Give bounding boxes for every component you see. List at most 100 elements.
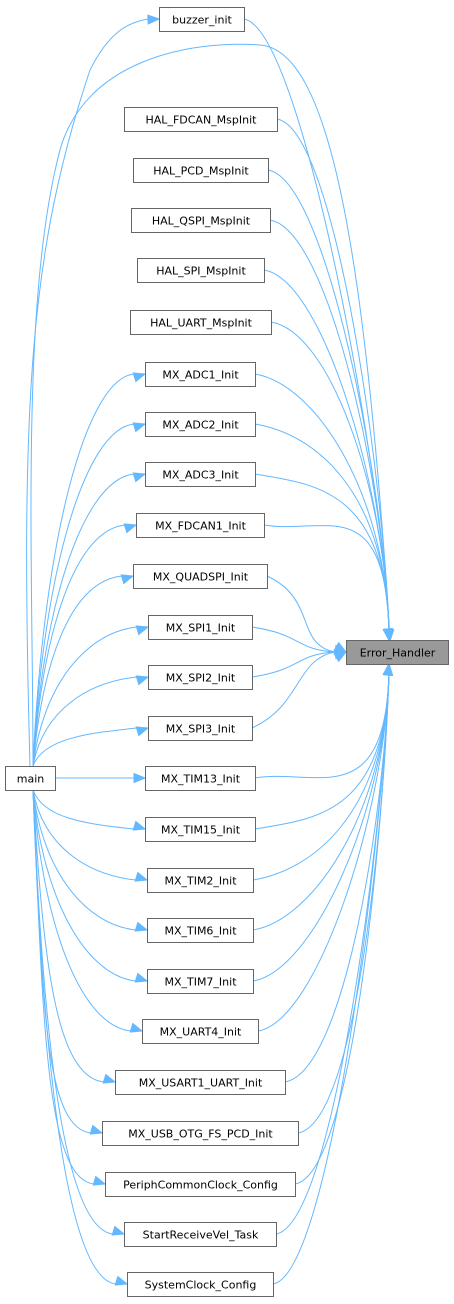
edge-mx-spi1-init-to-error-handler: [251, 626, 348, 656]
node-mx-spi1-init[interactable]: MX_SPI1_Init: [148, 615, 253, 640]
edge-hal-qspi-mspinit-to-error-handler-line: [269, 219, 390, 630]
edge-main-to-mx-tim2-init: [32, 789, 149, 882]
node-hal-spi-mspinit[interactable]: HAL_SPI_MspInit: [137, 258, 265, 283]
node-hal-uart-mspinit[interactable]: HAL_UART_MspInit: [130, 310, 272, 335]
edge-mx-tim6-init-to-error-handler: [252, 662, 394, 931]
node-systemclock-config[interactable]: SystemClock_Config: [127, 1272, 274, 1297]
edge-main-to-mx-quadspi-init-arrowhead: [120, 574, 135, 585]
edge-main-to-mx-adc1-init: [32, 372, 147, 767]
edge-main-to-mx-adc2-init: [32, 422, 147, 767]
edge-main-to-mx-usart1-uart-init-line: [32, 789, 105, 1083]
node-mx-tim13-init[interactable]: MX_TIM13_Init: [145, 766, 256, 791]
edge-mx-spi3-init-to-error-handler-arrowhead: [333, 651, 348, 663]
edge-hal-fdcan-mspinit-to-error-handler-line: [276, 118, 390, 630]
node-mx-adc2-init[interactable]: MX_ADC2_Init: [145, 412, 256, 437]
node-box: [148, 665, 253, 690]
edge-main-to-mx-adc3-init-arrowhead: [132, 472, 147, 483]
node-box: [147, 918, 254, 943]
node-label: PeriphCommonClock_Config: [123, 1179, 278, 1192]
edge-main-to-mx-fdcan1-init-line: [32, 524, 126, 767]
edge-mx-adc2-init-to-error-handler: [254, 423, 394, 642]
node-box: [130, 310, 272, 335]
edge-mx-fdcan1-init-to-error-handler-line: [263, 524, 390, 630]
edge-main-to-mx-tim7-init-line: [32, 789, 137, 982]
edge-main-to-mx-tim6-init-line: [32, 789, 137, 931]
edge-hal-fdcan-mspinit-to-error-handler: [276, 118, 394, 642]
node-mx-usart1-uart-init[interactable]: MX_USART1_UART_Init: [115, 1070, 286, 1095]
edge-main-to-mx-tim7-init-arrowhead: [134, 972, 149, 983]
node-mx-tim7-init[interactable]: MX_TIM7_Init: [147, 969, 254, 994]
node-hal-qspi-mspinit[interactable]: HAL_QSPI_MspInit: [131, 208, 271, 233]
node-box: [133, 564, 268, 589]
node-mx-usb-otg-fs-pcd-init[interactable]: MX_USB_OTG_FS_PCD_Init: [102, 1121, 299, 1146]
edge-main-to-mx-uart4-init-line: [32, 789, 132, 1032]
node-buzzer-init[interactable]: buzzer_init: [159, 7, 245, 32]
node-box: [124, 1222, 277, 1247]
node-hal-pcd-mspinit[interactable]: HAL_PCD_MspInit: [133, 158, 269, 183]
node-label: main: [17, 773, 45, 786]
edge-main-to-mx-tim13-init: [55, 772, 147, 784]
edge-main-to-mx-adc2-init-arrowhead: [132, 422, 147, 433]
node-label: MX_SPI2_Init: [166, 672, 236, 685]
edge-main-to-error-handler-line: [30, 43, 391, 767]
edge-main-to-mx-adc3-init: [32, 472, 147, 767]
edge-periphcommonclock-config-to-error-handler: [294, 662, 394, 1185]
node-label: MX_TIM6_Init: [164, 925, 237, 938]
edge-mx-tim13-init-to-error-handler-line: [254, 674, 390, 779]
edge-hal-pcd-mspinit-to-error-handler: [267, 169, 394, 642]
node-mx-tim15-init[interactable]: MX_TIM15_Init: [145, 817, 256, 842]
edge-main-to-mx-spi3-init-arrowhead: [135, 726, 150, 737]
node-mx-tim2-init[interactable]: MX_TIM2_Init: [147, 868, 254, 893]
edge-mx-spi2-init-to-error-handler: [251, 648, 348, 678]
node-box: [136, 513, 265, 538]
edge-mx-usart1-uart-init-to-error-handler: [284, 662, 394, 1083]
node-mx-tim6-init[interactable]: MX_TIM6_Init: [147, 918, 254, 943]
edge-mx-spi3-init-to-error-handler: [251, 651, 348, 729]
edge-main-to-mx-tim6-init: [32, 789, 149, 932]
node-box: [124, 107, 278, 132]
node-box: [105, 1172, 296, 1197]
edge-main-to-mx-usart1-uart-init: [32, 789, 117, 1084]
node-mx-fdcan1-init[interactable]: MX_FDCAN1_Init: [136, 513, 265, 538]
node-mx-adc3-init[interactable]: MX_ADC3_Init: [145, 462, 256, 487]
edge-main-to-mx-tim15-init-line: [32, 789, 135, 830]
node-periphcommonclock-config[interactable]: PeriphCommonClock_Config: [105, 1172, 296, 1197]
node-mx-spi3-init[interactable]: MX_SPI3_Init: [148, 716, 253, 741]
node-mx-spi2-init[interactable]: MX_SPI2_Init: [148, 665, 253, 690]
edge-main-to-mx-adc2-init-line: [32, 423, 135, 767]
node-error-handler[interactable]: Error_Handler: [346, 640, 449, 665]
node-box: [127, 1272, 274, 1297]
edge-mx-tim15-init-to-error-handler-line: [254, 674, 390, 830]
node-mx-quadspi-init[interactable]: MX_QUADSPI_Init: [133, 564, 268, 589]
node-box: [145, 766, 256, 791]
node-label: Error_Handler: [360, 647, 436, 660]
edge-main-to-mx-tim6-init-arrowhead: [134, 921, 149, 932]
edge-mx-quadspi-init-to-error-handler-line: [266, 575, 336, 653]
node-startreceivevel-task[interactable]: StartReceiveVel_Task: [124, 1222, 277, 1247]
node-mx-uart4-init[interactable]: MX_UART4_Init: [142, 1019, 259, 1044]
edge-main-to-systemclock-config-line: [32, 789, 117, 1285]
edge-main-to-mx-fdcan1-init-arrowhead: [123, 523, 138, 534]
node-label: MX_SPI3_Init: [166, 723, 236, 736]
node-box: [346, 640, 449, 665]
edge-systemclock-config-to-error-handler-line: [272, 674, 390, 1285]
node-label: MX_TIM15_Init: [161, 824, 241, 837]
node-box: [5, 766, 56, 791]
node-label: MX_USART1_UART_Init: [139, 1077, 263, 1090]
edge-main-to-mx-uart4-init: [32, 789, 144, 1033]
node-label: SystemClock_Config: [145, 1279, 257, 1292]
node-label: HAL_FDCAN_MspInit: [146, 114, 258, 127]
node-box: [142, 1019, 259, 1044]
node-box: [145, 817, 256, 842]
edge-periphcommonclock-config-to-error-handler-line: [294, 674, 390, 1185]
edge-main-to-mx-spi1-init: [32, 625, 150, 767]
node-label: MX_FDCAN1_Init: [155, 520, 247, 533]
node-hal-fdcan-mspinit[interactable]: HAL_FDCAN_MspInit: [124, 107, 278, 132]
edge-main-to-mx-fdcan1-init: [32, 523, 138, 767]
node-mx-adc1-init[interactable]: MX_ADC1_Init: [145, 362, 256, 387]
node-label: MX_ADC3_Init: [162, 469, 239, 482]
edge-main-to-mx-spi3-init: [32, 726, 150, 767]
node-box: [102, 1121, 299, 1146]
node-main[interactable]: main: [5, 766, 56, 791]
